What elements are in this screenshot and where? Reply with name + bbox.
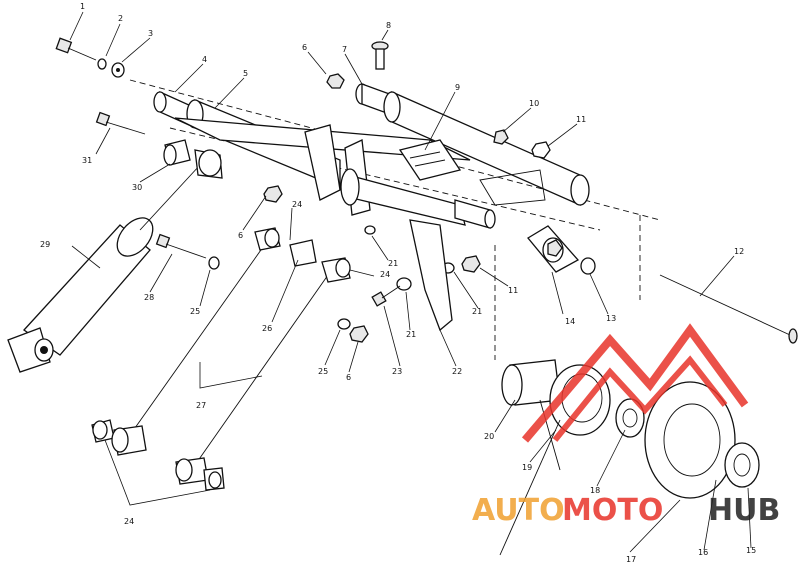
callout-22: 22 xyxy=(452,367,462,376)
washer-25-right xyxy=(337,318,351,330)
callout-28: 28 xyxy=(144,293,154,302)
callout-2: 2 xyxy=(118,14,123,23)
callout-1: 1 xyxy=(80,2,85,11)
callout-9: 9 xyxy=(455,83,460,92)
frame-bracket xyxy=(174,117,546,229)
nut-6-upper xyxy=(326,73,345,89)
callout-3: 3 xyxy=(148,29,153,38)
shock-eye-30 xyxy=(163,139,223,179)
callout-7: 7 xyxy=(342,45,347,54)
washer-13 xyxy=(580,257,596,275)
callout-10: 10 xyxy=(529,99,539,108)
washer-21-a xyxy=(364,225,376,235)
callout-6-mid: 6 xyxy=(238,231,243,240)
callout-30: 30 xyxy=(132,183,142,192)
nut-6-mid xyxy=(263,185,283,203)
washer-21-b xyxy=(396,277,412,291)
leader-lines xyxy=(69,11,752,553)
bolt-1 xyxy=(55,37,97,61)
bolt-31 xyxy=(95,111,146,135)
washer-25-left xyxy=(208,256,220,270)
right-upper-tube xyxy=(355,83,590,206)
pulley-assembly xyxy=(499,359,760,556)
callout-26: 26 xyxy=(262,324,272,333)
callout-24-bottom: 24 xyxy=(124,517,134,526)
nut-11-upper xyxy=(531,141,551,159)
callout-17: 17 xyxy=(626,555,636,564)
callout-8: 8 xyxy=(386,21,391,30)
bolt-23 xyxy=(371,285,401,307)
callout-29: 29 xyxy=(40,240,50,249)
callout-6-bottom: 6 xyxy=(346,373,351,382)
callout-21-top: 21 xyxy=(388,259,398,268)
callout-24-right: 24 xyxy=(380,270,390,279)
callout-15: 15 xyxy=(746,546,756,555)
bolt-28 xyxy=(155,233,207,259)
callout-24-mid: 24 xyxy=(292,200,302,209)
callout-12: 12 xyxy=(734,247,744,256)
bushings-24-lower xyxy=(91,419,225,491)
callout-labels: 1 2 3 4 5 6 7 8 9 10 11 31 30 6 24 12 29… xyxy=(40,2,756,564)
callout-25-left: 25 xyxy=(190,307,200,316)
shock-absorber-29 xyxy=(7,164,201,373)
callout-11-mid: 11 xyxy=(508,286,518,295)
callout-19: 19 xyxy=(522,463,532,472)
clip-10 xyxy=(493,129,509,145)
callout-20: 20 xyxy=(484,432,494,441)
link-rods xyxy=(129,227,351,466)
callout-13: 13 xyxy=(606,314,616,323)
callout-21-right: 21 xyxy=(472,307,482,316)
callout-25-right: 25 xyxy=(318,367,328,376)
watermark-logo: AUTO MOTO HUB xyxy=(472,323,780,528)
watermark-text-auto: AUTO xyxy=(472,493,565,528)
callout-14: 14 xyxy=(565,317,575,326)
callout-23: 23 xyxy=(392,367,402,376)
callout-16: 16 xyxy=(698,548,708,557)
callout-4: 4 xyxy=(202,55,207,64)
callout-5: 5 xyxy=(243,69,248,78)
washer-2 xyxy=(97,58,107,70)
plate-14 xyxy=(527,225,580,273)
callout-11-top: 11 xyxy=(576,115,586,124)
bolt-12 xyxy=(659,274,798,344)
watermark-mountain-outline xyxy=(521,323,749,443)
nut-6-lower xyxy=(349,325,369,343)
callout-31: 31 xyxy=(82,156,92,165)
watermark-mountain-inner xyxy=(552,355,728,442)
watermark-text-hub: HUB xyxy=(708,493,780,528)
callout-18: 18 xyxy=(590,486,600,495)
bolt-8 xyxy=(371,41,389,70)
nut-11-lower xyxy=(461,255,481,273)
callout-6-top: 6 xyxy=(302,43,307,52)
strap-22 xyxy=(409,219,453,332)
callout-27: 27 xyxy=(196,401,206,410)
callout-21-center: 21 xyxy=(406,330,416,339)
watermark-text-moto: MOTO xyxy=(562,493,663,528)
washer-3-hole xyxy=(116,68,120,72)
